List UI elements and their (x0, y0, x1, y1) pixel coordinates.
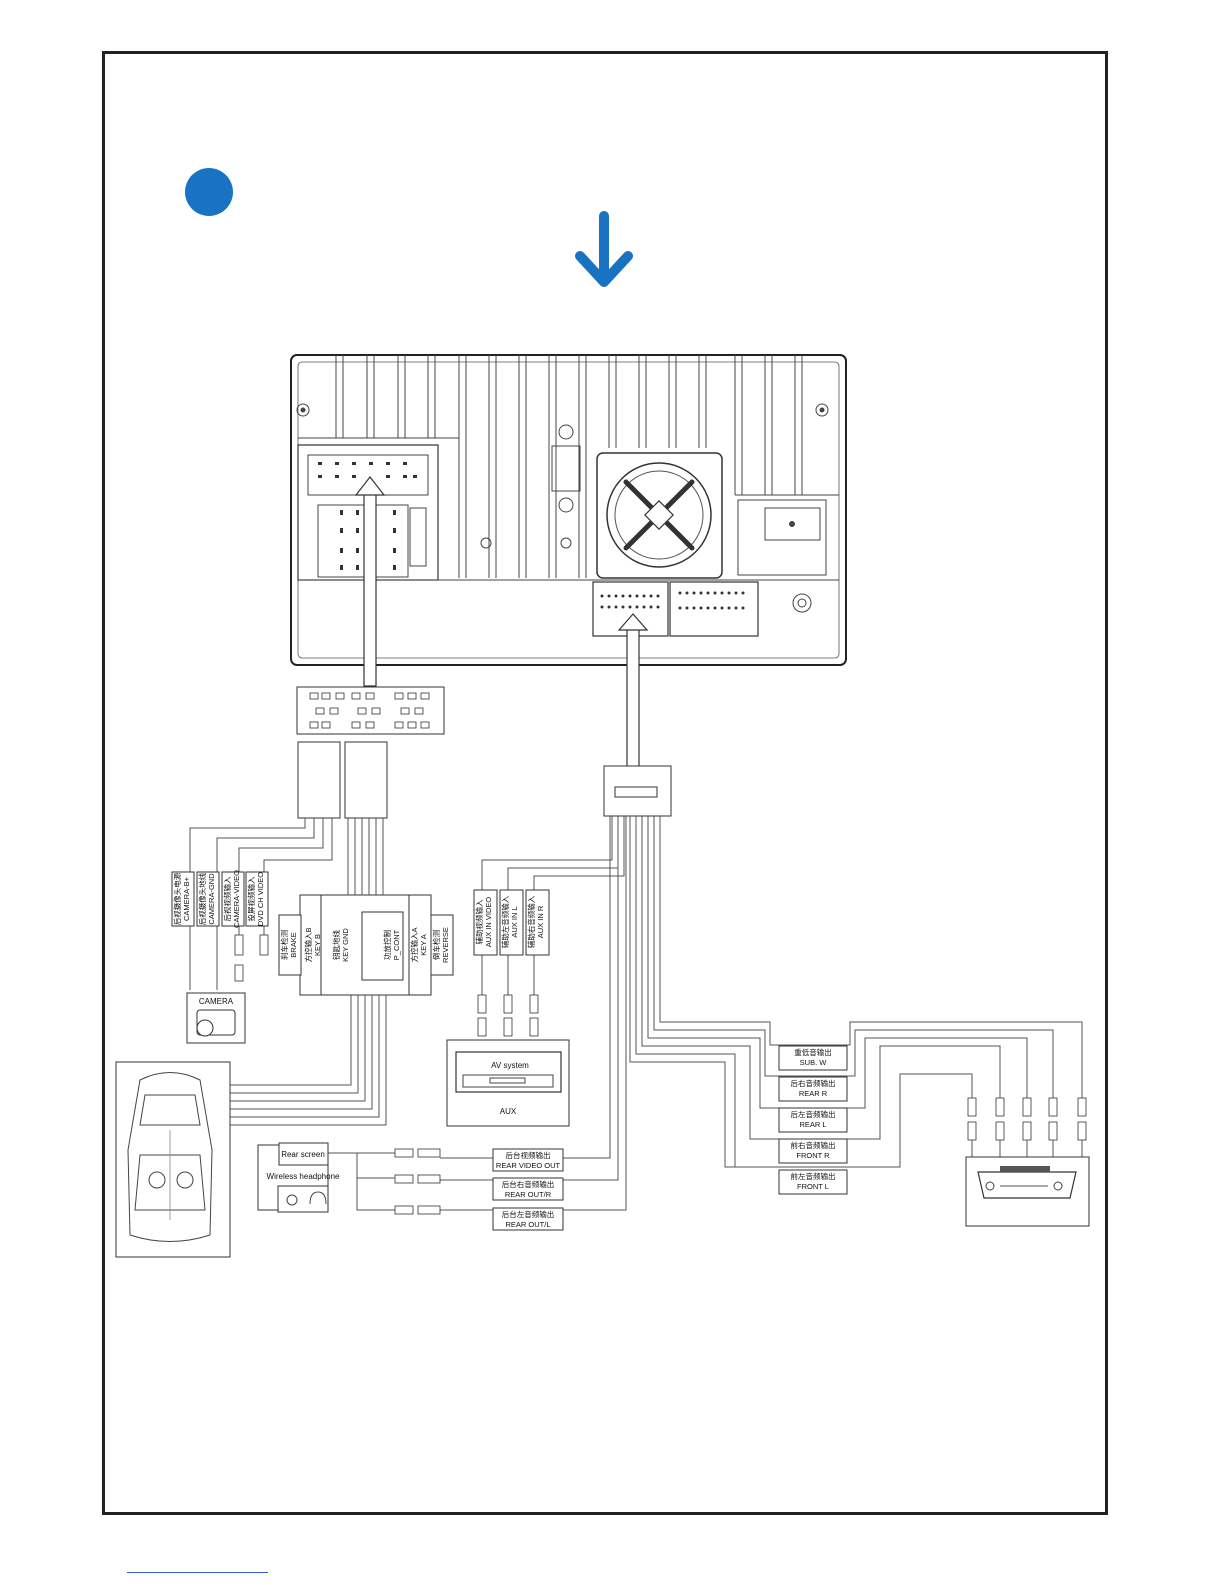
wireless-headphone-label: Wireless headphone (267, 1172, 340, 1181)
control-wire-label-cn: 功放控制 (382, 930, 392, 960)
control-wire-label-cn: 方控输入A (409, 927, 419, 962)
footer-link[interactable] (127, 1572, 268, 1573)
car-wires (230, 995, 387, 1126)
page-frame (102, 51, 1108, 1515)
head-unit-rear-panel (290, 354, 847, 666)
rca-plug-icons (234, 934, 269, 982)
control-wire-label-cn: 刹车检测 (279, 930, 289, 960)
aux-wire-label-cn: 辅助左音频输入 (500, 895, 510, 948)
amp-output-label-en: FRONT R (796, 1151, 830, 1160)
cable-sleeve-right (344, 741, 388, 819)
amplifier-device-icon (965, 1156, 1090, 1227)
control-wire-label-en: KEY B (313, 934, 322, 956)
down-arrow-icon (575, 211, 633, 287)
iso-plug (296, 686, 445, 735)
amp-output-label-en: SUB. W (800, 1058, 828, 1067)
aux-wire-label-cn: 辅助右音频输入 (526, 895, 536, 948)
rear-output-labels (492, 1148, 564, 1231)
av-system-label: AV system (491, 1061, 529, 1070)
camera-wire-label-en: CAMERA-B+ (182, 876, 191, 921)
rear-output-wires (327, 816, 627, 1211)
camera-wire-label-cn: 后视摄像头电源 (172, 872, 182, 925)
control-wire-label-cn: 钥匙地线 (331, 930, 341, 960)
amp-rca-plugs (967, 1097, 1087, 1141)
aux-wire-label-en: AUX IN VIDEO (484, 897, 493, 948)
rear-rca-plugs (394, 1148, 441, 1215)
car-illustration-icon (115, 1061, 231, 1258)
amp-output-label-en: REAR L (799, 1120, 826, 1129)
camera-wire-label-cn: 后视视频输入 (222, 876, 232, 921)
rear-output-label-cn: 后台右音频输出 (502, 1179, 555, 1189)
av-plug (603, 765, 672, 817)
rear-screen-label: Rear screen (281, 1150, 325, 1159)
control-wire-label-en: P_CONT (392, 929, 401, 960)
iso-harness-cable (354, 476, 386, 687)
amp-wires (629, 816, 1083, 1168)
aux-label: AUX (500, 1107, 517, 1116)
amp-output-label-cn: 重低音输出 (794, 1047, 832, 1057)
control-wire-label-en: REVERSE (441, 927, 450, 963)
camera-device (186, 992, 246, 1044)
control-wire-label-cn: 倒车检测 (431, 930, 441, 960)
camera-wire-label-cn: 后视摄像头地线 (197, 872, 207, 925)
control-wire-label-en: BRAKE (289, 932, 298, 957)
amp-output-label-cn: 后右音频输出 (791, 1078, 836, 1088)
control-wire-block (278, 894, 454, 996)
aux-wire-label-cn: 辅助视频输入 (474, 899, 484, 944)
camera-label: CAMERA (199, 997, 234, 1006)
step-marker-icon (185, 168, 233, 216)
aux-wire-label-en: AUX IN R (536, 905, 545, 938)
rear-output-label-en: REAR OUT/R (505, 1190, 552, 1199)
amp-output-label-cn: 前右音频输出 (791, 1140, 836, 1150)
amp-output-label-cn: 后左音频输出 (791, 1109, 836, 1119)
av-system-device (446, 1039, 570, 1127)
camera-wire-labels (171, 871, 269, 927)
aux-rca-plugs (477, 994, 539, 1037)
rear-output-label-en: REAR VIDEO OUT (496, 1161, 561, 1170)
amp-output-label-en: FRONT L (797, 1182, 829, 1191)
control-wire-label-en: KEY A (419, 934, 428, 956)
camera-wire-label-en: DVD CH VIDEO (256, 872, 265, 926)
camera-wire-label-en: CAMERA-GND (207, 873, 216, 925)
amp-output-label-cn: 前左音频输出 (791, 1171, 836, 1181)
control-wire-label-en: KEY GND (341, 928, 350, 962)
control-wires (347, 818, 384, 895)
rear-screen-group (257, 1142, 329, 1213)
rear-output-label-cn: 后台视频输出 (506, 1150, 551, 1160)
aux-wire-label-en: AUX IN L (510, 906, 519, 937)
camera-wire-label-en: CAMERA-VIDEO (232, 870, 241, 928)
amp-output-label-en: REAR R (799, 1089, 828, 1098)
aux-wire-labels (473, 889, 550, 956)
rear-output-label-en: REAR OUT/L (505, 1220, 550, 1229)
camera-wire-label-cn: 投屏视频输入 (246, 876, 256, 921)
amp-output-labels (778, 1045, 848, 1195)
rear-output-label-cn: 后台左音频输出 (502, 1209, 555, 1219)
control-wire-label-cn: 方控输入B (303, 927, 313, 962)
cable-sleeve-left (297, 741, 341, 819)
